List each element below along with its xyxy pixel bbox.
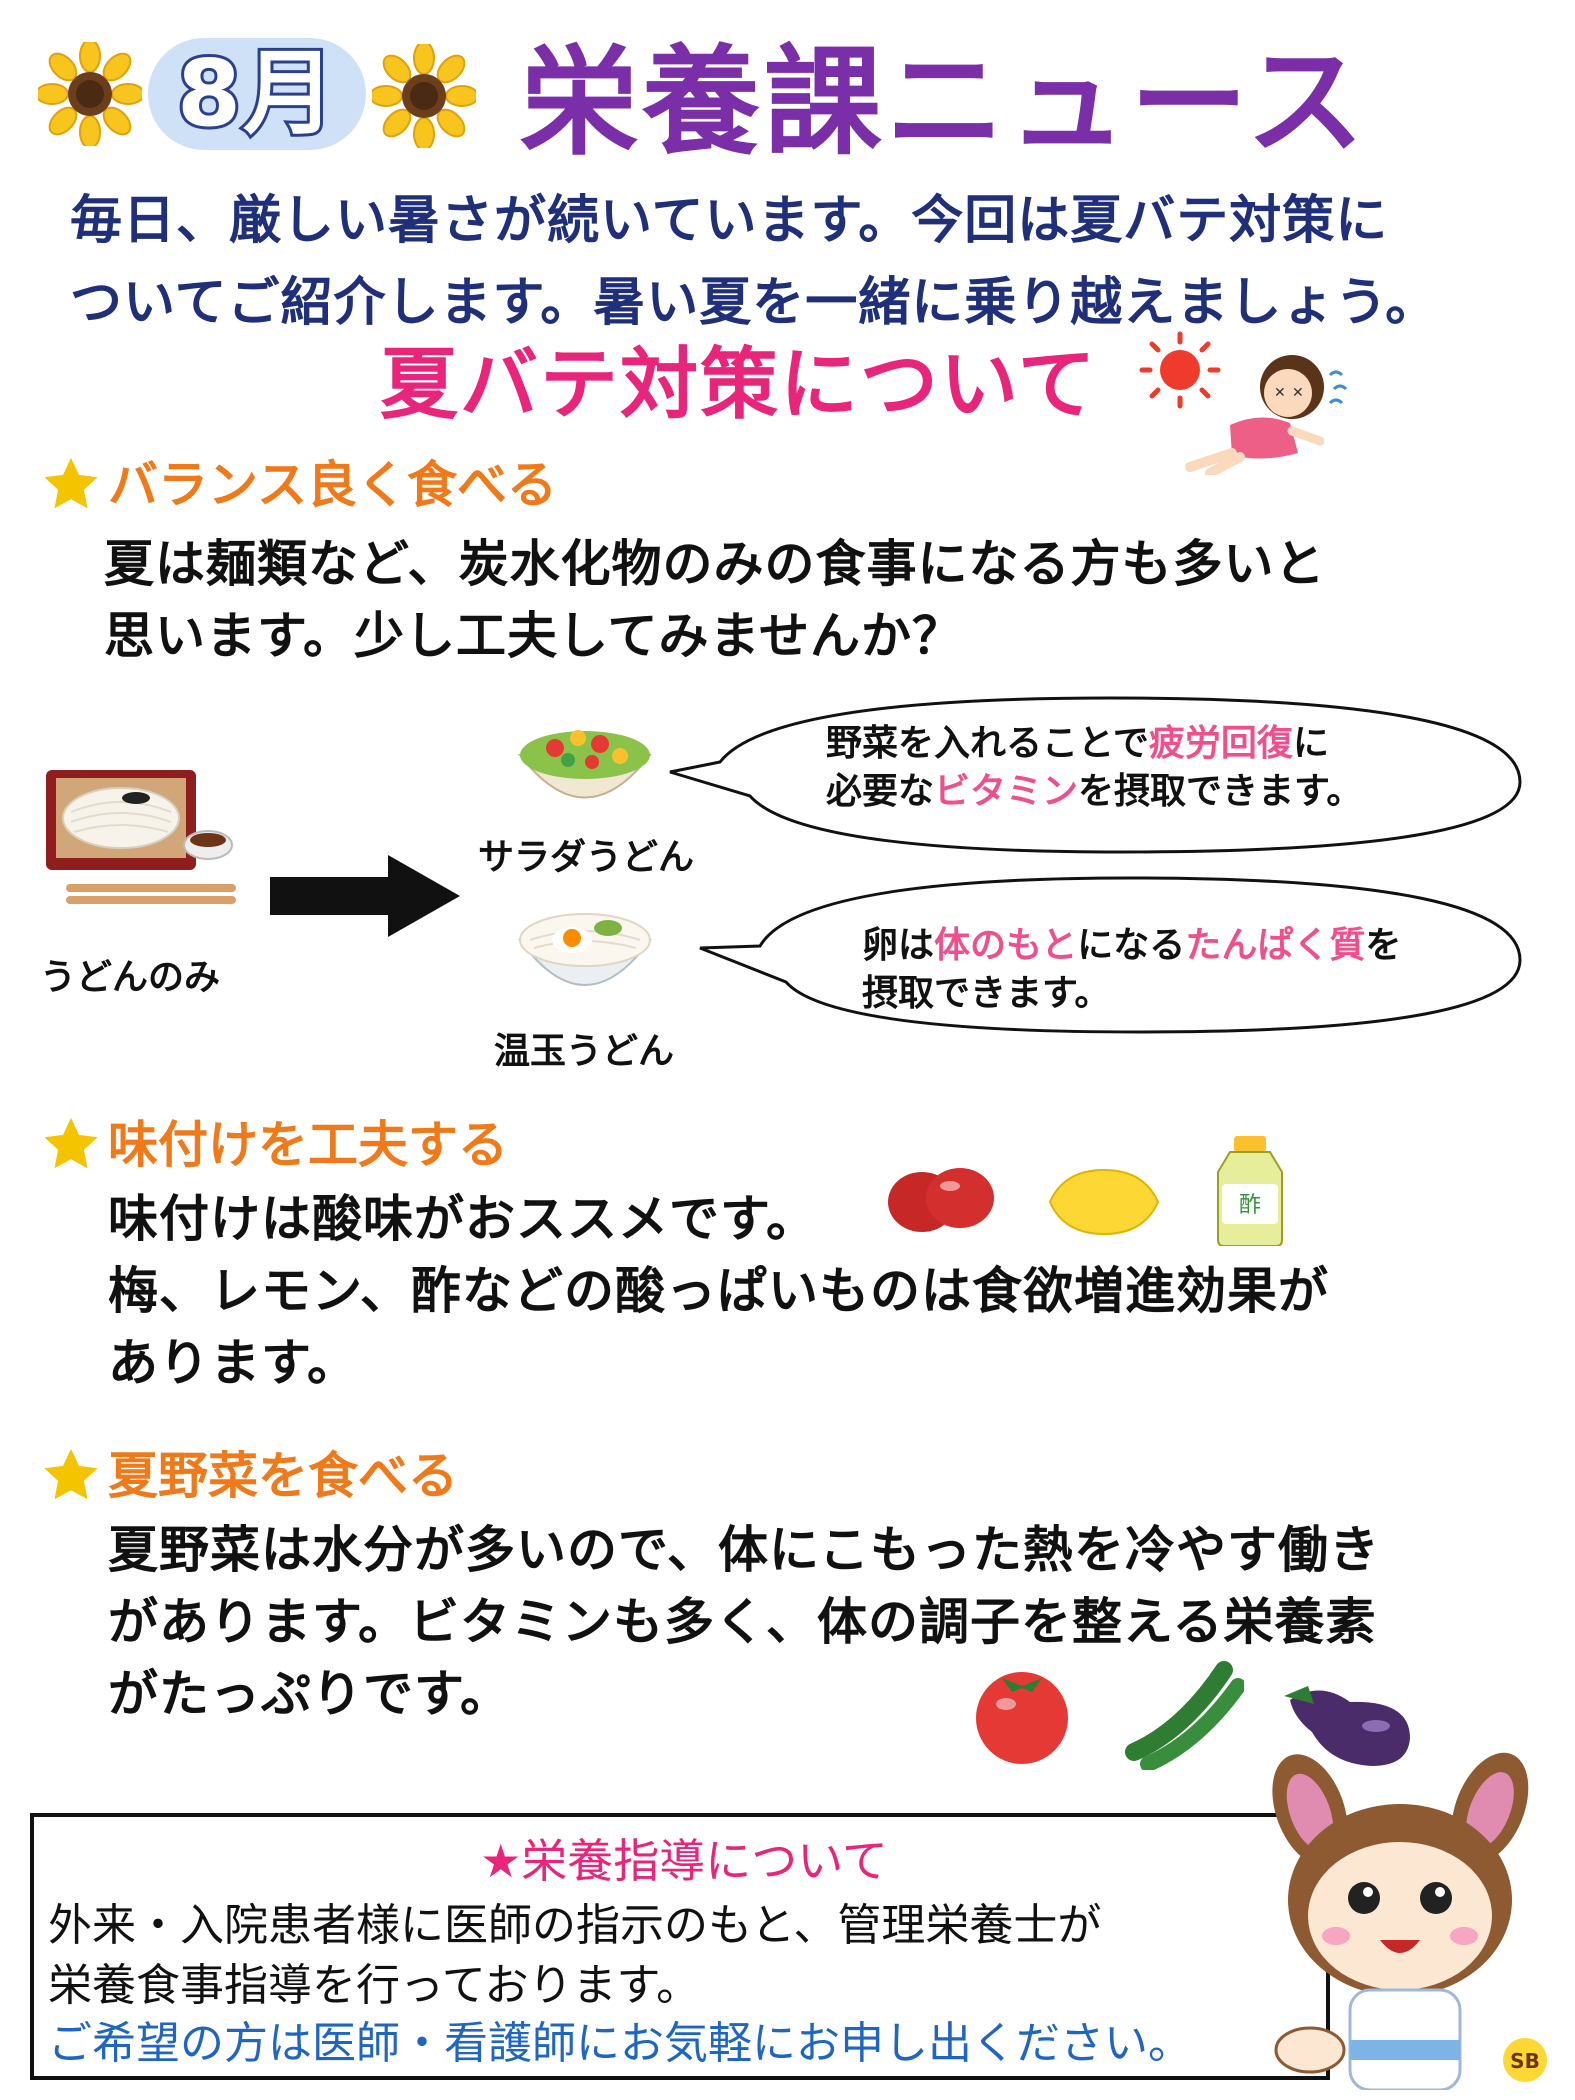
body-line: 夏野菜は水分が多いので、体にこもった熱を冷やす働き xyxy=(108,1521,1380,1579)
section-body: 夏は麺類など、炭水化物のみの食事になる方も多いと 思います。少し工夫してみません… xyxy=(104,528,1326,672)
highlight-vitamin: ビタミン xyxy=(934,771,1079,812)
section-heading-text: バランス良く食べる xyxy=(108,456,557,514)
speech-bubble xyxy=(669,696,1522,854)
bubble-span: を摂取できます。 xyxy=(1078,771,1363,812)
section-body: 夏野菜は水分が多いので、体にこもった熱を冷やす働き があります。ビタミンも多く、… xyxy=(108,1514,1380,1730)
bubble-line: 必要なビタミンを摂取できます。 xyxy=(826,768,1362,816)
section-heading-text: 味付けを工夫する xyxy=(108,1116,508,1174)
star-icon xyxy=(44,1117,98,1169)
heat-exhausted-girl-illustration: ✕ ✕ xyxy=(1185,355,1348,475)
vinegar-bottle-icon: 酢 xyxy=(1217,1136,1283,1246)
month-badge: 8月 xyxy=(148,38,366,150)
star-icon xyxy=(44,457,98,509)
info-box: ★栄養指導について 外来・入院患者様に医師の指示のもと、管理栄養士が 栄養食事指… xyxy=(30,1813,1330,2080)
highlight-body: 体のもと xyxy=(934,925,1078,966)
month-label: 8月 xyxy=(174,40,338,147)
body-line: 梅、レモン、酢などの酸っぱいものは食欲増進効果が xyxy=(108,1262,1329,1320)
body-line: 思います。少し工夫してみませんか？ xyxy=(104,607,963,665)
bubble-span: 野菜を入れることで xyxy=(826,723,1149,764)
section-body: 味付けは酸味がおススメです。 梅、レモン、酢などの酸っぱいものは食欲増進効果が … xyxy=(108,1183,1329,1399)
intro-line: 毎日、厳しい暑さが続いています。今回は夏バテ対策に xyxy=(70,191,1389,251)
salad-udon-caption: サラダうどん xyxy=(478,837,695,878)
bubble-span: になる xyxy=(1077,925,1186,966)
bubble-line: 野菜を入れることで疲労回復に xyxy=(826,720,1362,768)
salad-udon-illustration xyxy=(517,730,653,799)
svg-text:✕: ✕ xyxy=(1274,385,1286,401)
sunflower-icon xyxy=(38,42,142,146)
tomato-icon xyxy=(976,1672,1068,1764)
bubble-span: 必要な xyxy=(826,771,935,812)
info-line: 外来・入院患者様に医師の指示のもと、管理栄養士が xyxy=(48,1900,1102,1951)
bubble-span: に xyxy=(1292,723,1329,764)
bubble-line: 卵は体のもとになるたんぱく質を xyxy=(862,922,1401,970)
star-icon xyxy=(44,1448,98,1500)
right-arrow-icon xyxy=(270,855,460,937)
mascot-illustration: SB xyxy=(1272,1752,1547,2090)
body-line: あります。 xyxy=(108,1334,358,1392)
eggplant-icon xyxy=(1284,1686,1410,1766)
lemon-icon xyxy=(1048,1168,1160,1236)
section-heading-text: 夏野菜を食べる xyxy=(108,1447,458,1505)
body-line: がたっぷりです。 xyxy=(108,1665,511,1723)
plain-udon-illustration xyxy=(46,770,236,904)
section-subtitle: 夏バテ対策について xyxy=(380,340,1098,430)
intro-text: 毎日、厳しい暑さが続いています。今回は夏バテ対策に ついてご紹介します。暑い夏を… xyxy=(70,180,1500,344)
info-line: 栄養食事指導を行っております。 xyxy=(48,1960,701,2011)
highlight-protein: たんぱく質 xyxy=(1185,925,1366,966)
plain-udon-caption: うどんのみ xyxy=(40,957,221,998)
info-contact-line: ご希望の方は医師・看護師にお気軽にお申し出ください。 xyxy=(48,2018,1192,2069)
bubble-text-protein: 卵は体のもとになるたんぱく質を 摂取できます。 xyxy=(862,922,1401,1018)
bubble-span: 卵は xyxy=(862,925,935,966)
mascot-badge: SB xyxy=(1510,2049,1540,2073)
body-line: 味付けは酸味がおススメです。 xyxy=(108,1190,817,1248)
body-line: があります。ビタミンも多く、体の調子を整える栄養素 xyxy=(108,1593,1377,1651)
section-heading: バランス良く食べる xyxy=(40,450,557,520)
bubble-text-vitamin: 野菜を入れることで疲労回復に 必要なビタミンを摂取できます。 xyxy=(826,720,1362,816)
body-line: 夏は麺類など、炭水化物のみの食事になる方も多いと xyxy=(104,535,1326,593)
section-heading: 夏野菜を食べる xyxy=(40,1441,458,1511)
umeboshi-icon xyxy=(888,1168,994,1232)
info-box-title: ★栄養指導について xyxy=(480,1834,888,1888)
egg-udon-caption: 温玉うどん xyxy=(494,1031,675,1072)
page-title: 栄養課ニュース xyxy=(520,33,1369,171)
cucumber-icon xyxy=(1125,1661,1244,1770)
hot-sun-icon xyxy=(1139,331,1221,409)
section-heading: 味付けを工夫する xyxy=(40,1110,508,1180)
egg-udon-illustration xyxy=(518,913,652,986)
bubble-span: 摂取できます。 xyxy=(862,973,1111,1014)
bubble-line: 摂取できます。 xyxy=(862,970,1401,1018)
bubble-span: を xyxy=(1365,925,1402,966)
highlight-fatigue: 疲労回復 xyxy=(1148,723,1293,764)
intro-line: ついてご紹介します。暑い夏を一緒に乗り越えましょう。 xyxy=(70,273,1439,333)
sunflower-icon xyxy=(372,44,476,148)
svg-text:✕: ✕ xyxy=(1292,385,1304,401)
speech-bubble xyxy=(699,876,1522,1034)
vinegar-label: 酢 xyxy=(1239,1193,1261,1218)
